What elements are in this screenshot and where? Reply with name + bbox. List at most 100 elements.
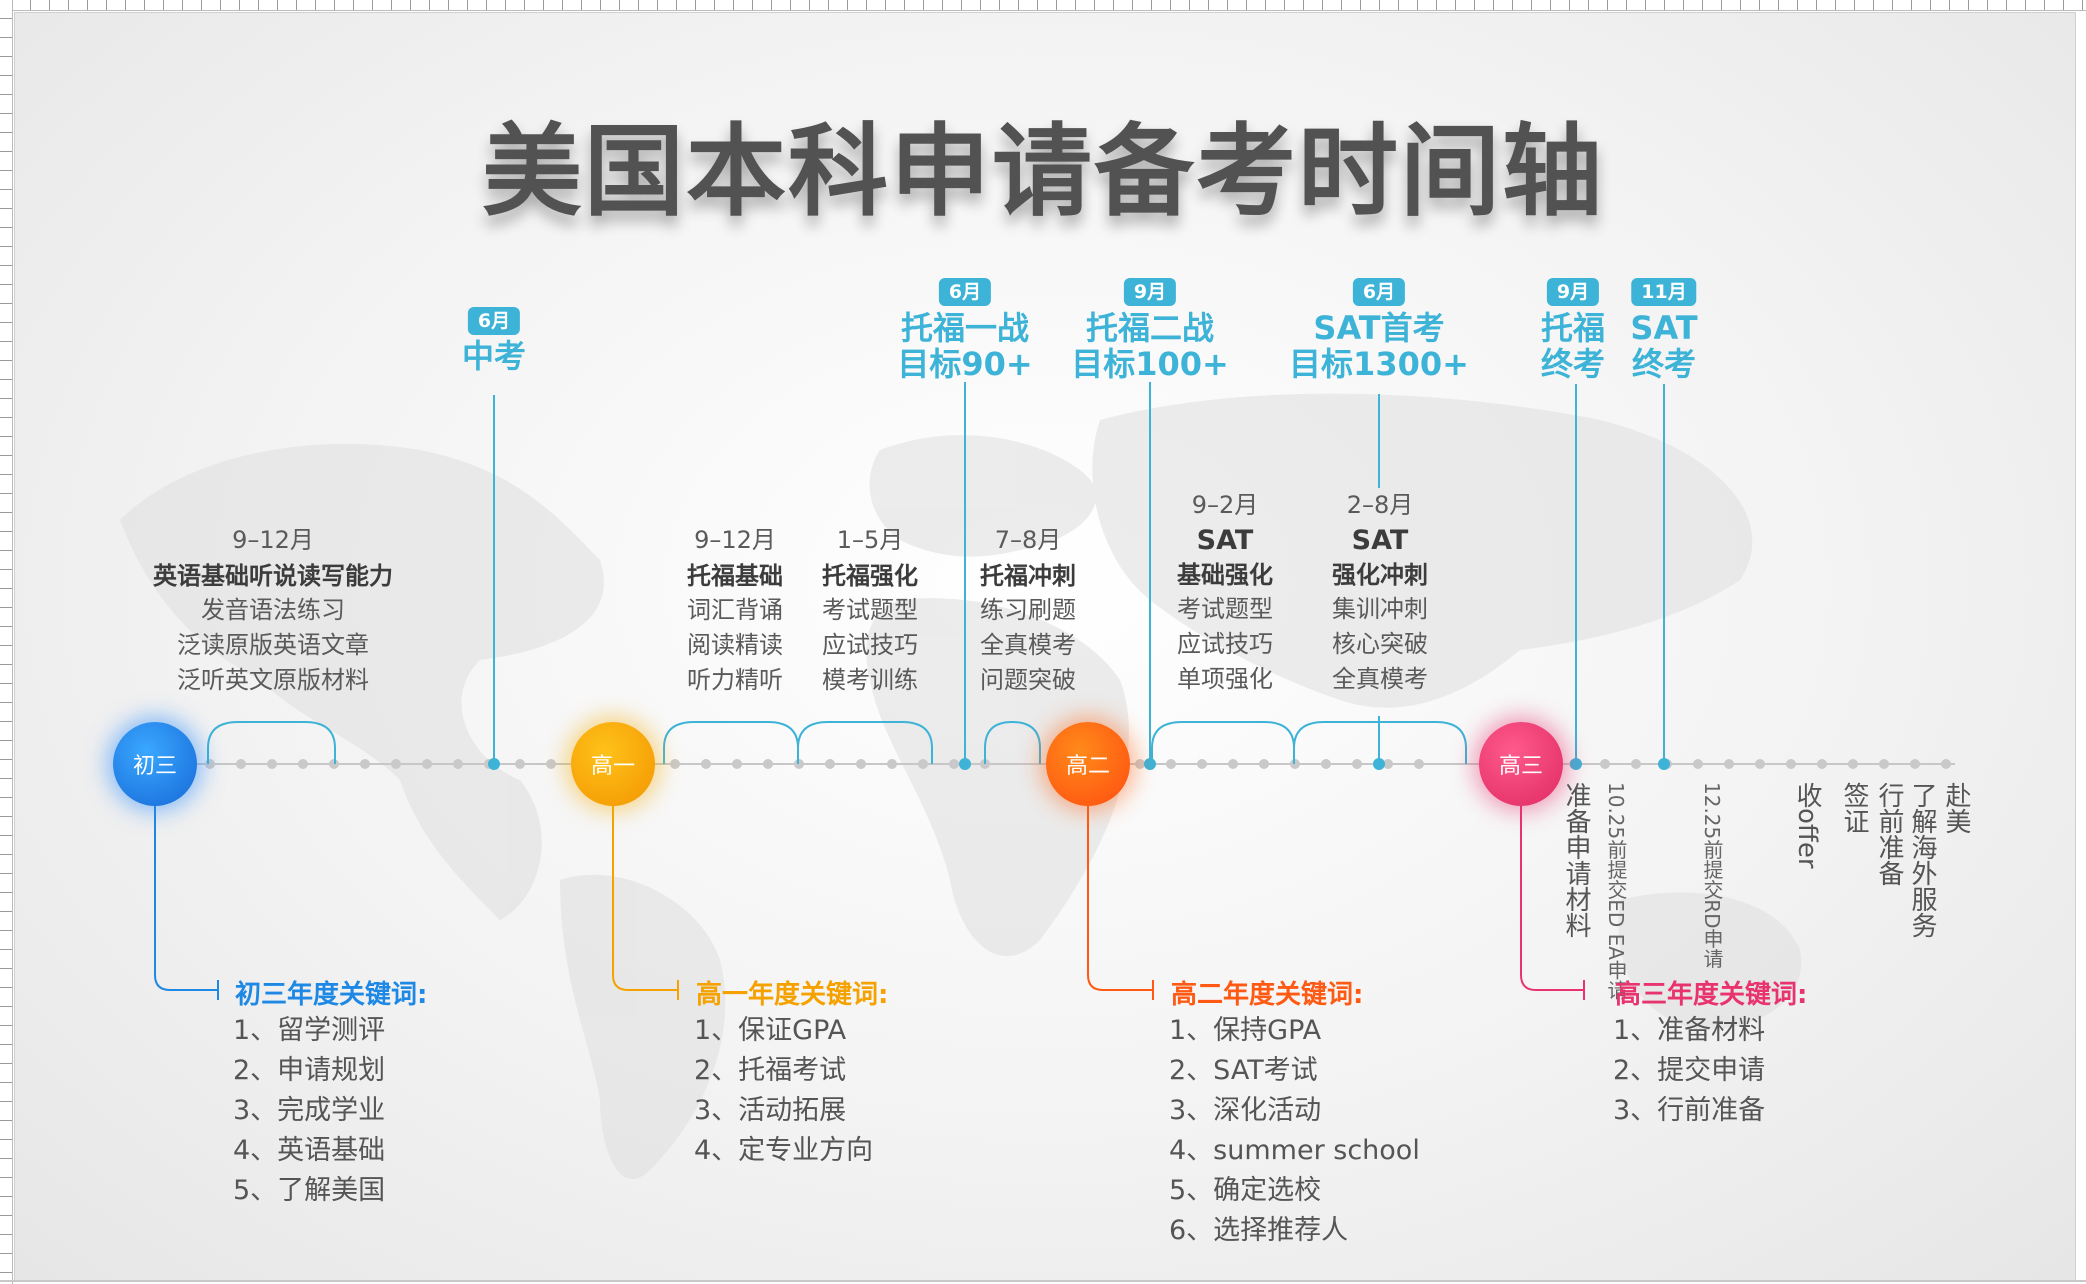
period-block: 9–12月 托福基础 词汇背诵 阅读精读 听力精听 [687,525,783,698]
keyword-item: 1、保证GPA [694,1015,847,1046]
keyword-item: 3、完成学业 [233,1095,386,1126]
period-item: 应试技巧 [822,631,918,659]
axis-dot [856,759,866,769]
keyword-item: 2、提交申请 [1613,1055,1766,1086]
axis-dot [1383,759,1393,769]
axis-dot [1135,759,1145,769]
axis-dot [453,759,463,769]
period-item: 词汇背诵 [687,596,783,624]
axis-dot [732,759,742,769]
period-heading: 英语基础听说读写能力 [153,562,393,590]
period-item: 泛听英文原版材料 [177,666,369,694]
keyword-item: 3、活动拓展 [694,1095,847,1126]
event-label: SAT首考 [1313,309,1445,347]
axis-dot [887,759,897,769]
stage-label: 高一 [590,754,635,779]
event-label: SAT [1630,309,1698,347]
keyword-item: 2、托福考试 [694,1055,847,1086]
keyword-item: 5、了解美国 [233,1175,386,1206]
event-month-badge: 9月 [1546,278,1600,306]
keyword-list-gaoyi: 1、保证GPA 2、托福考试 3、活动拓展 4、定专业方向 [694,1011,873,1171]
axis-dot [1879,759,1889,769]
keyword-connector-gaoer [1087,800,1154,1000]
period-item: 核心突破 [1332,630,1428,658]
axis-dot [1755,759,1765,769]
final-step: 10.25前提交ED EA申请 [1604,782,1628,1000]
period-arc [1151,721,1295,764]
final-step: 赴美 [1941,782,1971,834]
left-ruler [0,0,13,1284]
keyword-connector-gaoyi [612,800,679,1000]
keyword-item: 6、选择推荐人 [1169,1215,1349,1246]
keywords-title-gaosan: 高三年度关键词: [1615,980,1808,1010]
event-label: 托福一战 [900,309,1030,347]
event-label: 目标100+ [1071,345,1229,383]
period-heading: 托福强化 [822,562,918,590]
period-date: 9–12月 [232,526,314,554]
axis-dot [763,759,773,769]
axis-dot [1693,759,1703,769]
period-item: 阅读精读 [687,631,783,659]
period-heading: 托福冲刺 [980,562,1076,590]
axis-dot [1228,759,1238,769]
period-item: 听力精听 [687,666,783,694]
event-marker [1570,758,1582,770]
period-item: 模考训练 [822,666,918,694]
period-block: 9–2月 SAT 基础强化 考试题型 应试技巧 单项强化 [1177,490,1273,697]
keyword-list-chusan: 1、留学测评 2、申请规划 3、完成学业 4、英语基础 5、了解美国 [233,1011,385,1211]
axis-dot [1724,759,1734,769]
period-date: 9–2月 [1191,491,1259,519]
axis-dot [391,759,401,769]
period-block: 9–12月 英语基础听说读写能力 发音语法练习 泛读原版英语文章 泛听英文原版材… [153,525,393,698]
period-item: 全真模考 [980,631,1076,659]
bottom-rule [0,1280,2086,1282]
page-title: 美国本科申请备考时间轴 [482,113,1604,230]
keywords-title-gaoyi: 高一年度关键词: [696,980,889,1010]
event-marker [488,758,500,770]
axis-dot [515,759,525,769]
event-month-badge: 6月 [467,307,521,335]
event-marker [1373,758,1385,770]
axis-dot [1910,759,1920,769]
axis-dot [298,759,308,769]
period-item: 集训冲刺 [1332,595,1428,623]
axis-dot [1197,759,1207,769]
keyword-list-gaoer: 1、保持GPA 2、SAT考试 3、深化活动 4、summer school 5… [1169,1011,1420,1251]
keyword-item: 4、英语基础 [233,1135,386,1166]
event-month-badge: 6月 [938,278,992,306]
keyword-item: 2、SAT考试 [1169,1055,1318,1086]
keyword-item: 3、深化活动 [1169,1095,1322,1126]
period-block: 2–8月 SAT 强化冲刺 集训冲刺 核心突破 全真模考 [1332,490,1428,697]
period-arc [663,721,799,764]
period-item: 泛读原版英语文章 [177,631,369,659]
event-label: 目标90+ [897,345,1033,383]
axis-dot [1600,759,1610,769]
period-arc [984,720,1041,764]
event-month-badge: 11月 [1631,278,1697,306]
stage-circle-gaosan: 高三 [1479,722,1563,806]
event-label: 终考 [1540,345,1606,383]
keyword-item: 1、留学测评 [233,1015,386,1046]
axis-dot [1321,759,1331,769]
axis-dot [1848,759,1858,769]
keyword-item: 1、保持GPA [1169,1015,1322,1046]
period-block: 1–5月 托福强化 考试题型 应试技巧 模考训练 [822,525,918,698]
axis-dot [360,759,370,769]
period-date: 1–5月 [836,526,904,554]
axis-dots [205,759,1951,769]
event-label: 托福二战 [1085,309,1215,347]
event-label: 目标1300+ [1289,345,1469,383]
axis-dot [236,759,246,769]
period-item: 问题突破 [980,666,1076,694]
event-label: 中考 [461,337,527,375]
period-item: 应试技巧 [1177,630,1273,658]
axis-dot [205,759,215,769]
axis-dot [422,759,432,769]
period-date: 7–8月 [994,526,1062,554]
keyword-connector-chusan [154,800,219,1000]
top-ruler [12,0,2086,11]
axis-dot [1414,759,1424,769]
axis-dot [1259,759,1269,769]
